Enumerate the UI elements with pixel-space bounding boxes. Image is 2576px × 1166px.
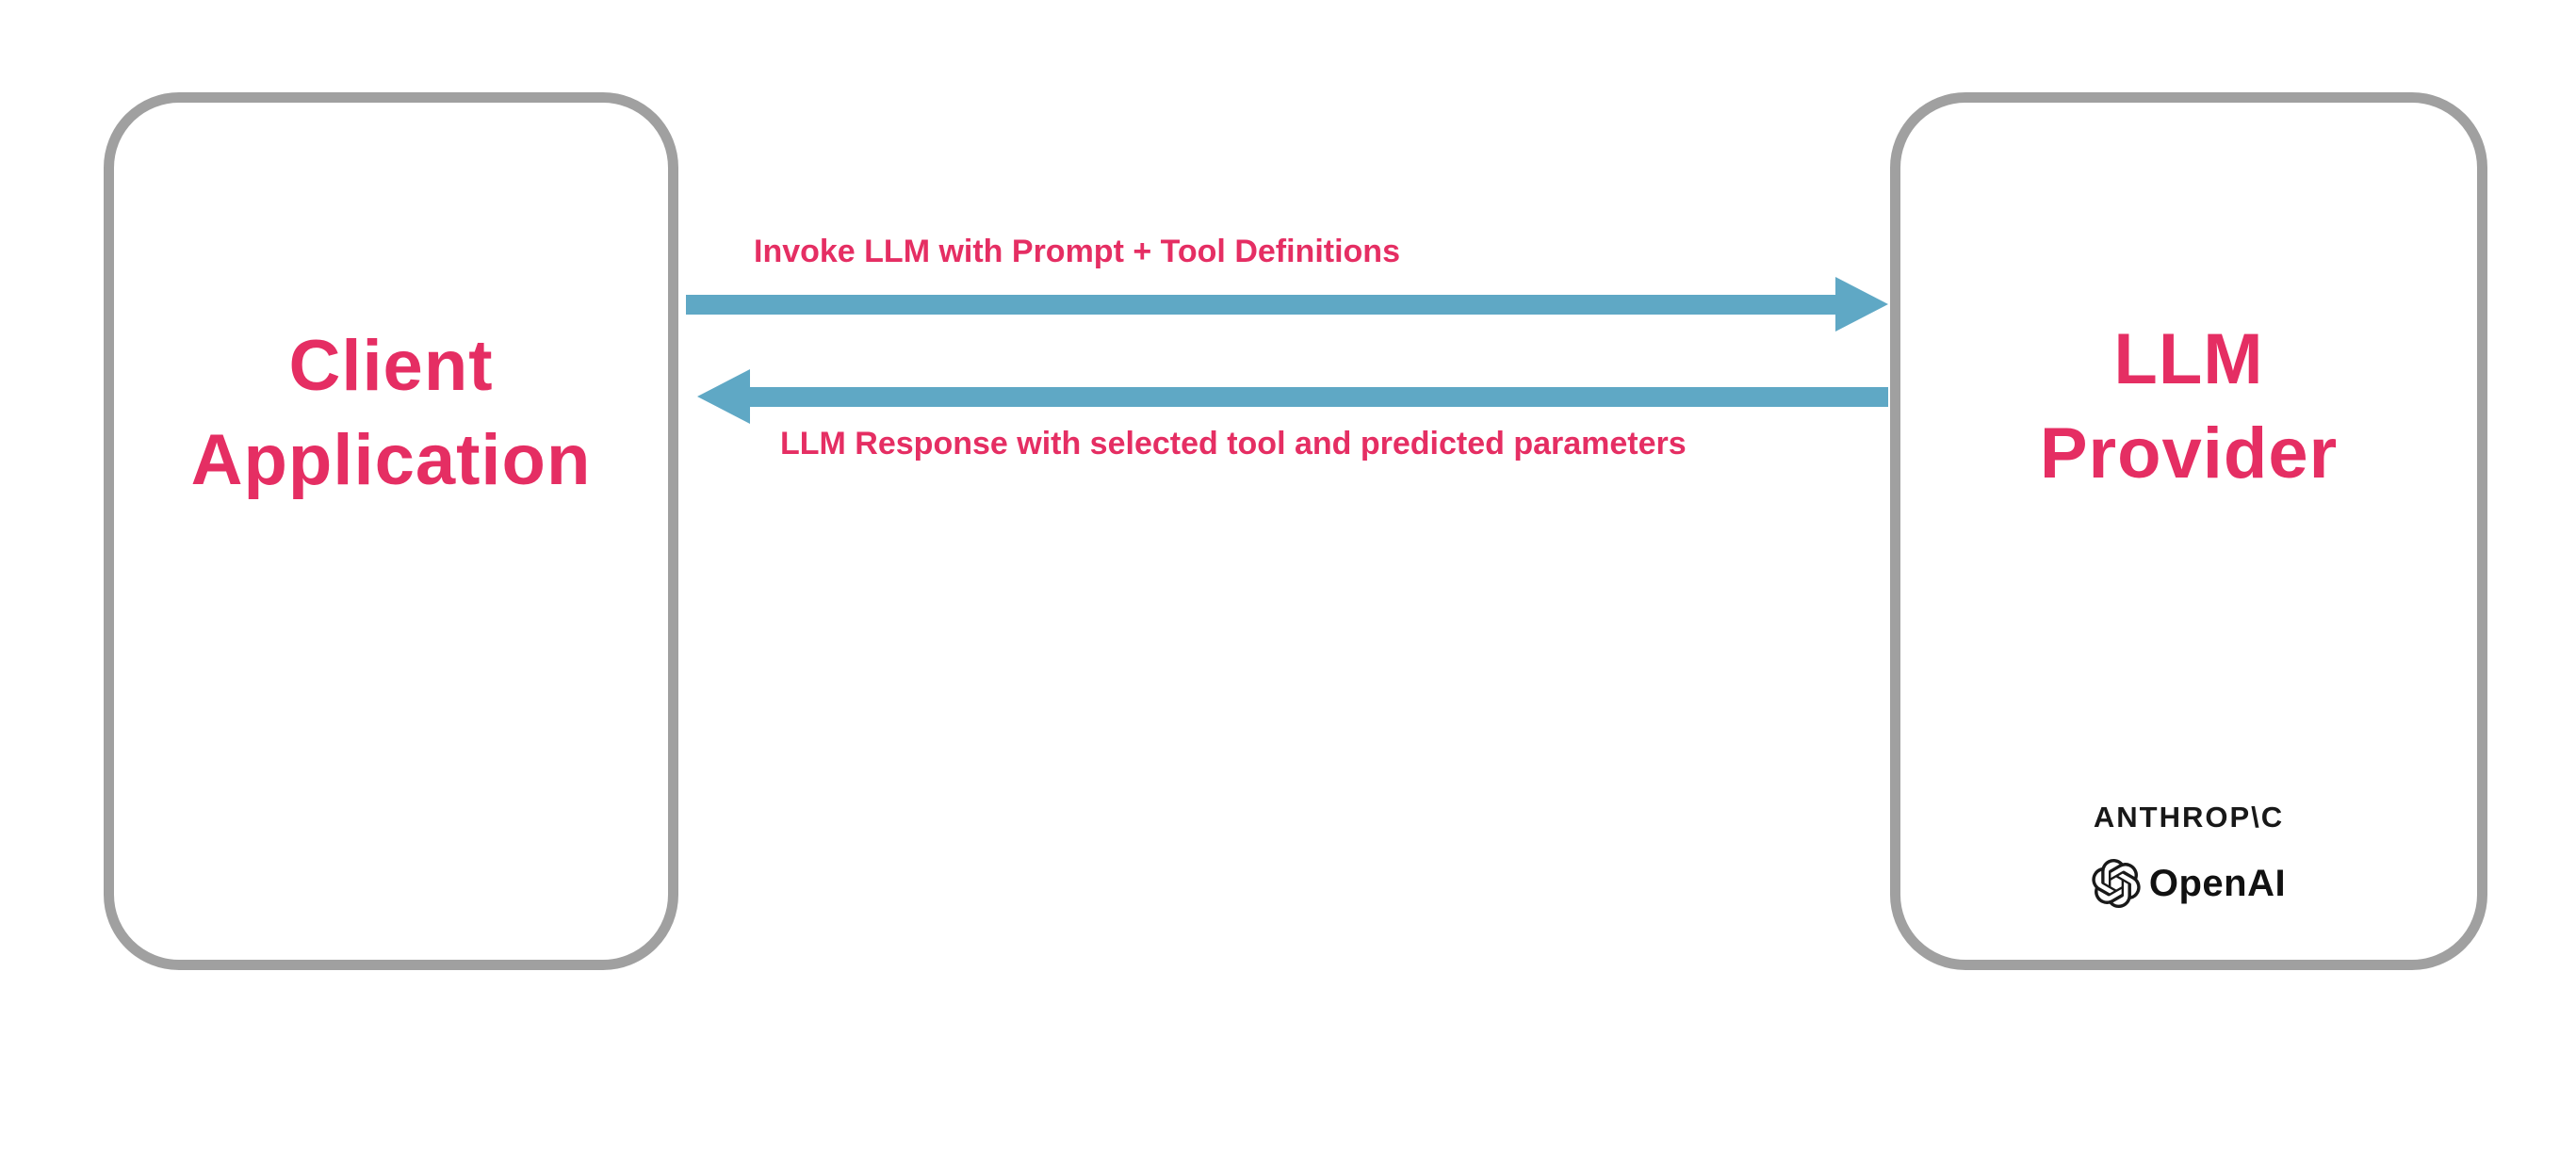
openai-logo: OpenAI: [2092, 859, 2286, 908]
provider-title-line2: Provider: [2039, 413, 2339, 494]
provider-title-line1: LLM: [2113, 319, 2264, 399]
client-title-line1: Client: [288, 326, 494, 406]
response-arrow-label: LLM Response with selected tool and pred…: [780, 426, 1687, 462]
request-arrow-label: Invoke LLM with Prompt + Tool Definition…: [754, 234, 1400, 269]
response-arrow: [697, 369, 1888, 424]
client-application-box: Client Application: [104, 92, 678, 970]
client-title-line2: Application: [190, 420, 592, 500]
anthropic-logo: ANTHROP\C: [2093, 801, 2285, 834]
request-arrow-shaft: [686, 294, 1835, 315]
openai-wordmark: OpenAI: [2148, 862, 2287, 904]
llm-provider-box: LLM Provider ANTHROP\C OpenAI: [1890, 92, 2487, 970]
request-arrow: [686, 277, 1888, 332]
request-arrowhead-icon: [1835, 277, 1888, 332]
client-box-title: Client Application: [114, 319, 668, 508]
provider-box-title: LLM Provider: [1900, 313, 2477, 501]
response-arrow-shaft: [750, 386, 1888, 407]
response-arrowhead-icon: [697, 369, 750, 424]
openai-icon: [2092, 859, 2141, 908]
provider-logos: ANTHROP\C OpenAI: [1900, 801, 2477, 908]
